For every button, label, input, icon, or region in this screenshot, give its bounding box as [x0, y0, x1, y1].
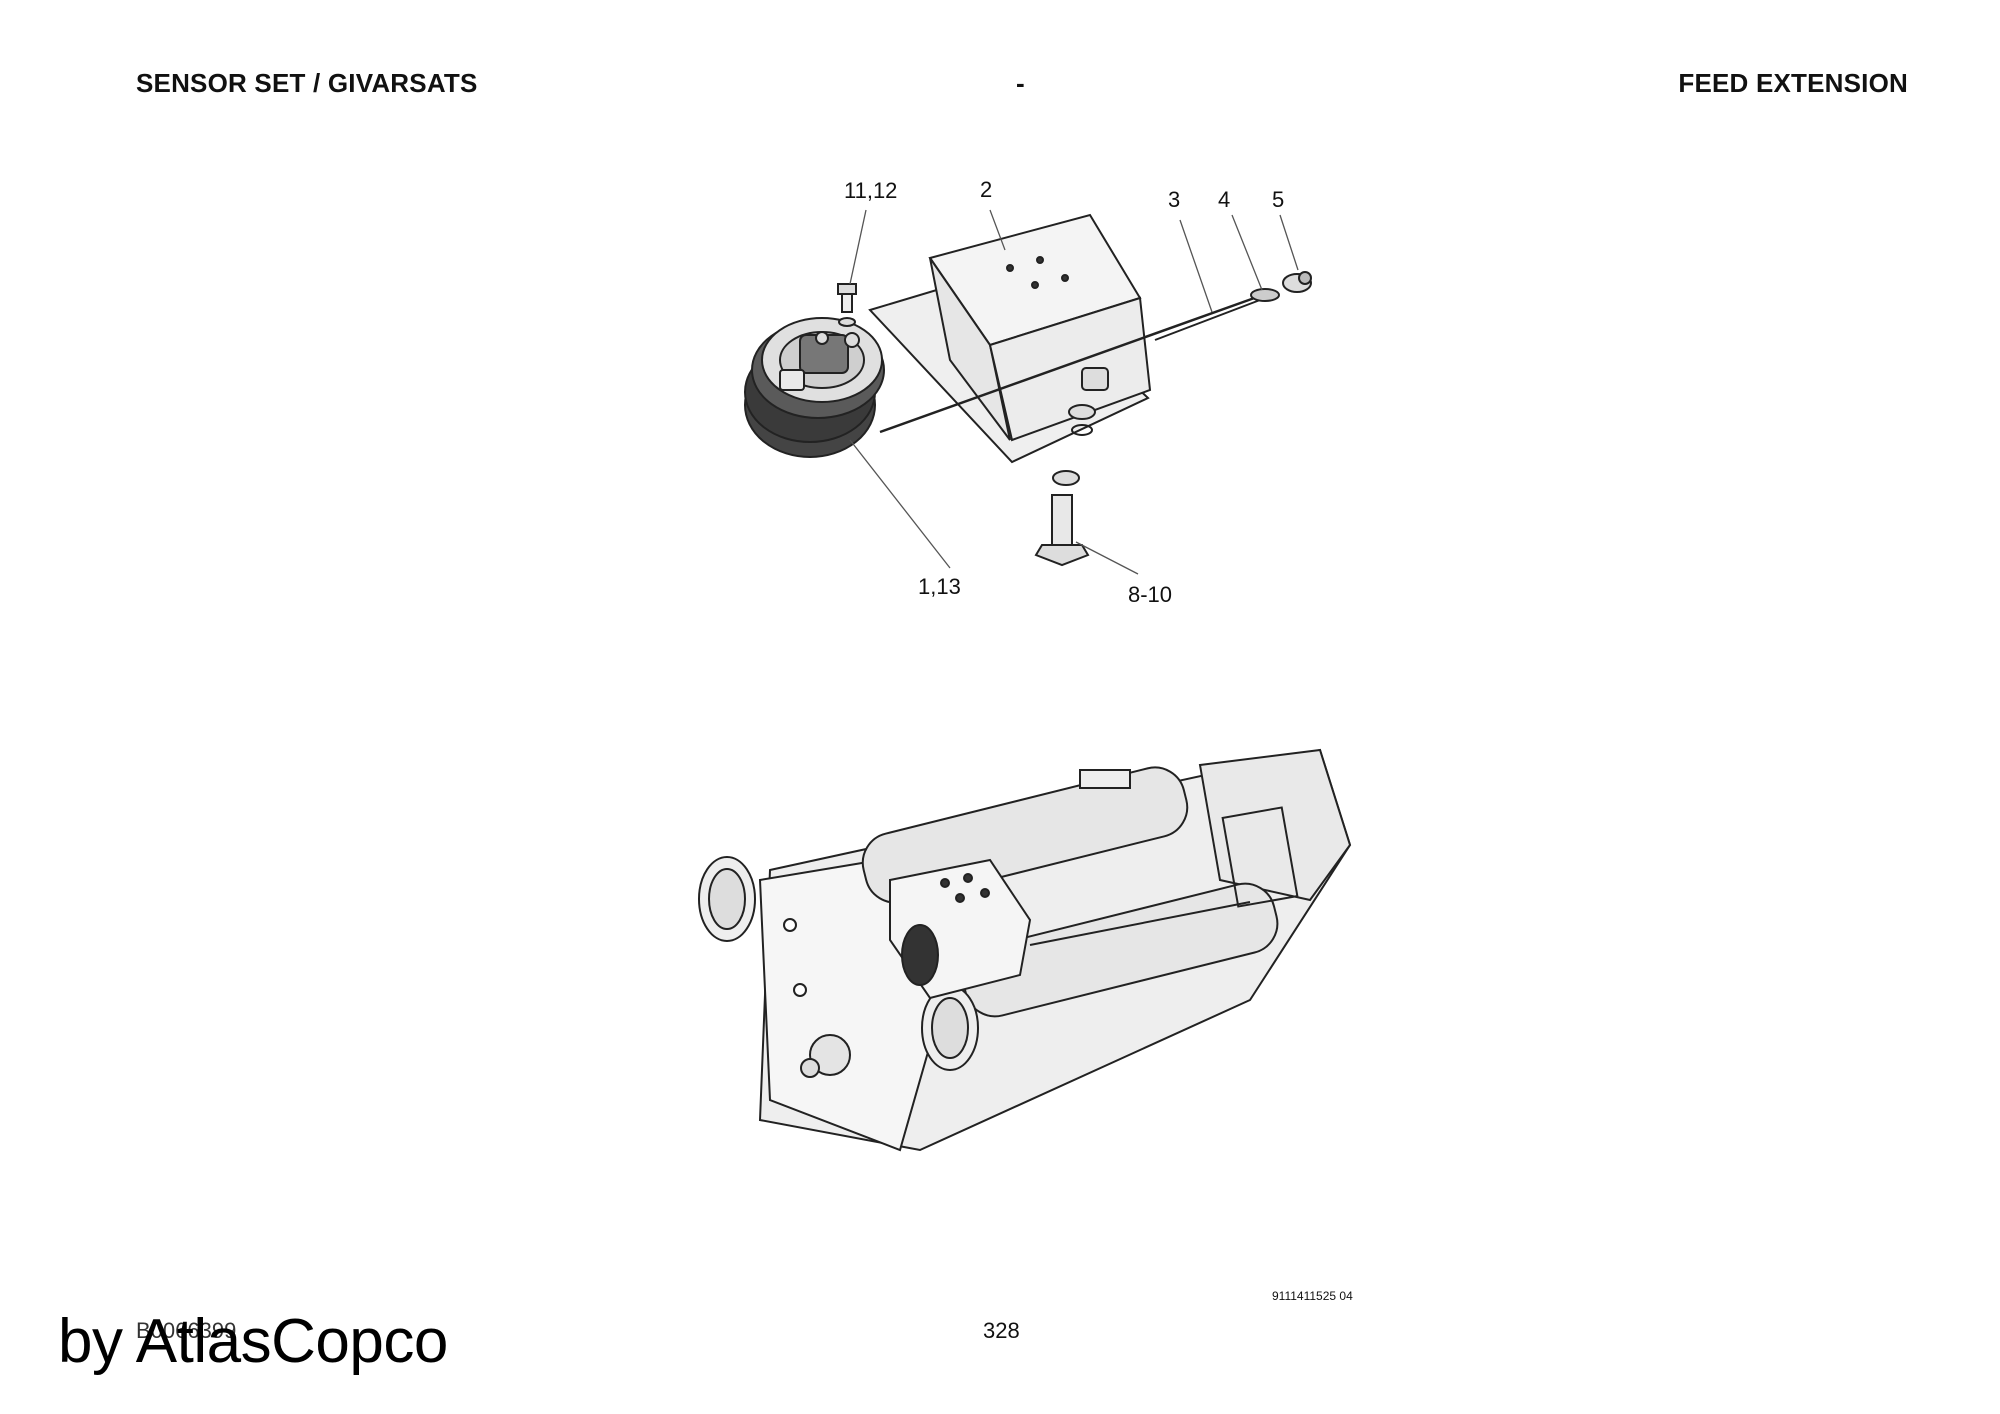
lower-washer	[1052, 470, 1080, 486]
page-number: 328	[983, 1318, 1020, 1343]
callout-5: 5	[1272, 187, 1284, 212]
installed-wire	[1029, 901, 1251, 946]
callout-8-10: 8-10	[1128, 582, 1172, 607]
bracket-side-wall	[929, 257, 1011, 441]
callout-4: 4	[1218, 187, 1230, 212]
callout-leaders	[849, 209, 1299, 575]
callout-labels: 11,12 2 3 4 5 1,13 8-10	[844, 177, 1284, 607]
drawing-reference: B0066399	[136, 1318, 237, 1343]
sensor-exploded-assembly	[744, 213, 1312, 567]
header-title-right: FEED EXTENSION	[1678, 68, 1908, 98]
brand-watermark: by AtlasCopco	[58, 1307, 448, 1376]
header-separator: -	[1016, 68, 1025, 98]
callout-2: 2	[980, 177, 992, 202]
callout-1-13: 1,13	[918, 574, 961, 599]
document-number: 9111411525 04	[1272, 1289, 1353, 1303]
bracket-nut	[1081, 367, 1109, 391]
wire-swivel	[1250, 288, 1280, 302]
bracket-front-wall	[988, 296, 1152, 442]
callout-11-12: 11,12	[844, 178, 897, 203]
callout-3: 3	[1168, 187, 1180, 212]
feed-extension-installed-view	[698, 748, 1352, 1152]
sensor-wire	[879, 294, 1261, 434]
header-title-left: SENSOR SET / GIVARSATS	[136, 68, 478, 98]
mounting-bolt	[1051, 494, 1073, 546]
bracket-washer	[1068, 404, 1096, 420]
